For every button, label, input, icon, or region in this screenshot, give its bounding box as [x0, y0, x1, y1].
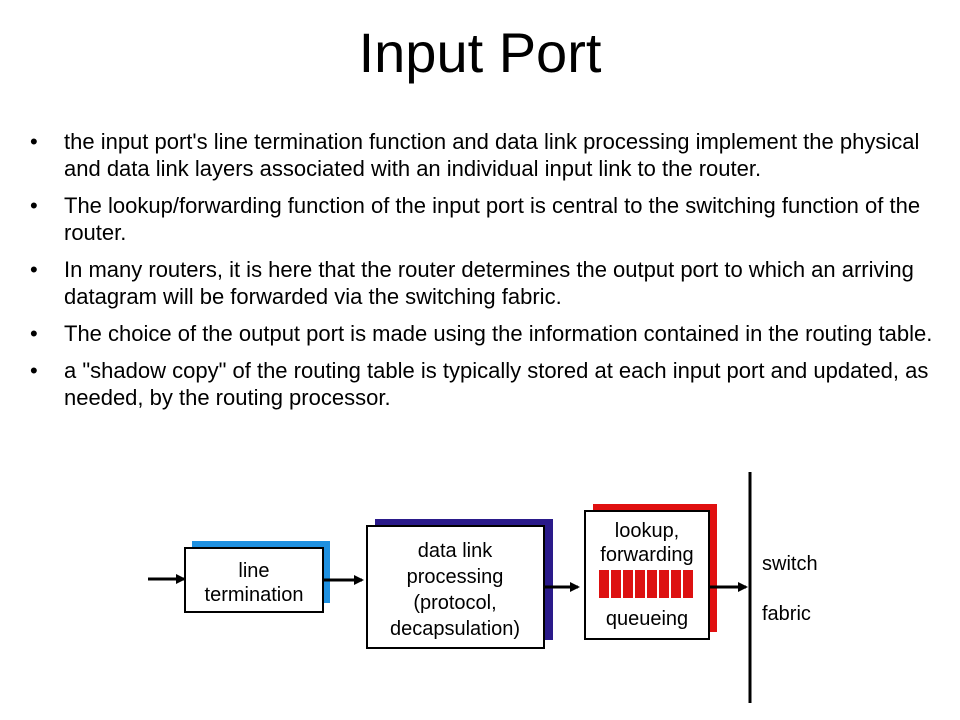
slide-title: Input Port — [358, 21, 602, 84]
data-link-label: processing — [407, 566, 504, 588]
bullet-item: • In many routers, it is here that the ro… — [28, 256, 938, 310]
lookup-label: lookup, — [615, 520, 680, 542]
bullet-item: • the input port's line termination funct… — [28, 128, 938, 182]
bullet-text: the input port's line termination functi… — [64, 129, 920, 181]
bullet-marker: • — [30, 193, 38, 218]
queue-slot — [659, 570, 669, 598]
bullet-marker: • — [30, 358, 38, 383]
queue-slot — [647, 570, 657, 598]
line-termination-frame — [184, 547, 324, 613]
queue-slot — [623, 570, 633, 598]
queue-slot — [671, 570, 681, 598]
line-termination-label: line — [238, 560, 269, 582]
bullet-marker: • — [30, 321, 38, 346]
bullet-text: The lookup/forwarding function of the in… — [64, 193, 921, 245]
lookup-forwarding-box: lookup, forwarding queueing — [584, 504, 717, 640]
bullet-marker: • — [30, 257, 38, 282]
bullet-marker: • — [30, 129, 38, 154]
queue-slot — [683, 570, 693, 598]
data-link-label: data link — [418, 540, 493, 562]
data-link-label: (protocol, — [413, 592, 496, 614]
switch-label: switch — [762, 553, 818, 575]
bullet-list: • the input port's line termination funct… — [28, 128, 938, 421]
data-link-label: decapsulation) — [390, 618, 520, 640]
queue-slot — [611, 570, 621, 598]
bullet-text: a "shadow copy" of the routing table is … — [64, 358, 929, 410]
bullet-item: • The choice of the output port is made u… — [28, 320, 938, 347]
bullet-text: In many routers, it is here that the rou… — [64, 257, 914, 309]
data-link-processing-box: data link processing (protocol, decapsul… — [366, 519, 553, 649]
bullet-item: • a "shadow copy" of the routing table is… — [28, 357, 938, 411]
line-termination-box: line termination — [184, 541, 330, 613]
line-termination-label: termination — [205, 584, 304, 606]
queue-slot — [635, 570, 645, 598]
fabric-label: fabric — [762, 603, 811, 625]
queue-slot — [599, 570, 609, 598]
queue-icon — [599, 570, 693, 598]
bullet-item: • The lookup/forwarding function of the i… — [28, 192, 938, 246]
bullet-text: The choice of the output port is made us… — [64, 321, 933, 346]
queueing-label: queueing — [606, 608, 688, 630]
lookup-label: forwarding — [600, 544, 693, 566]
